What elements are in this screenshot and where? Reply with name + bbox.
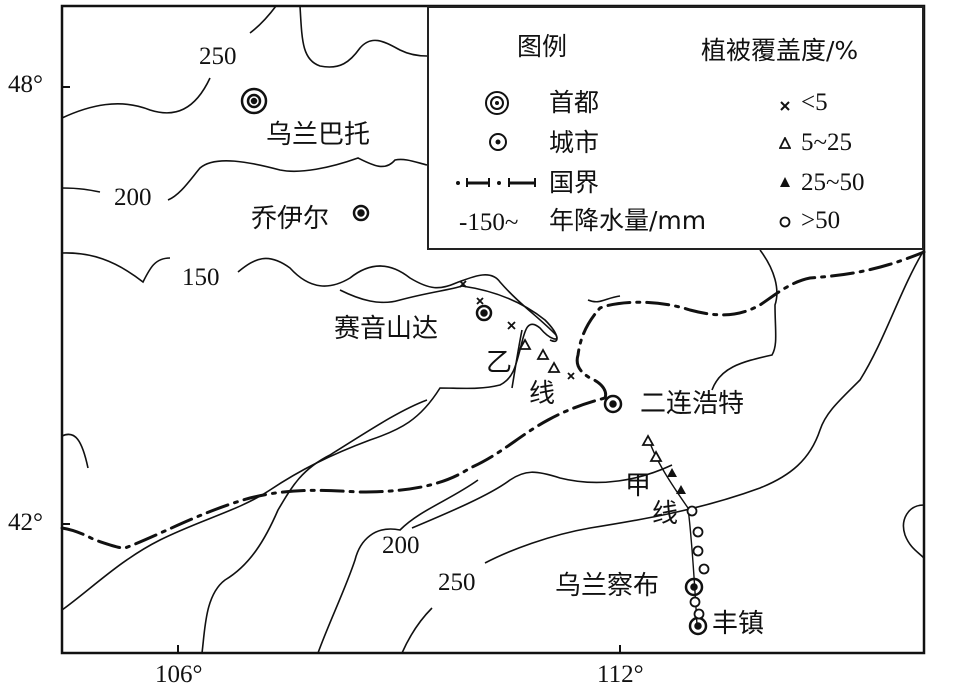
lon-label-112: 112° — [597, 661, 644, 688]
city-icon — [489, 133, 507, 151]
capital-icon — [485, 91, 509, 115]
city-label-erenhot: 二连浩特 — [640, 389, 745, 419]
transect-yi-char2: 线 — [529, 379, 556, 409]
city-markers — [352, 204, 708, 636]
lat-label-42: 42° — [8, 509, 43, 536]
city-label-choir: 乔伊尔 — [251, 204, 330, 234]
legend-veg-lt5: <5 — [801, 89, 828, 116]
isohyet-label-250-lower: 250 — [436, 569, 478, 596]
legend-title: 图例 — [517, 32, 568, 61]
city-label-ulanqab: 乌兰察布 — [555, 571, 660, 601]
lat-label-48: 48° — [8, 71, 43, 98]
legend-capital-label: 首都 — [549, 88, 600, 117]
isohyet-label-250-top: 250 — [197, 43, 239, 70]
city-label-ulaanbaatar: 乌兰巴托 — [266, 120, 371, 150]
sample-hollow-triangles — [518, 338, 663, 462]
legend-veg-25-50: 25~50 — [801, 169, 865, 196]
national-border — [60, 250, 926, 550]
legend-city-label: 城市 — [549, 128, 600, 157]
city-label-saynshand: 赛音山达 — [334, 314, 439, 344]
city-label-fengzhen: 丰镇 — [712, 609, 765, 639]
isohyets — [61, 5, 925, 654]
lon-label-106: 106° — [155, 661, 203, 688]
cross-icon — [780, 101, 790, 111]
city-ulanqab-marker — [684, 577, 704, 597]
border-line-icon — [456, 178, 536, 187]
isohyet-label-200-lower: 200 — [380, 532, 422, 559]
legend-veg-gt50: >50 — [801, 207, 841, 234]
hollow-circle-icon — [779, 216, 791, 228]
legend-vegetation-title: 植被覆盖度/% — [701, 36, 859, 65]
legend-panel: 图例 植被覆盖度/% 首都 城市 国界 -150~ 年降水量/mm <5 5~2… — [427, 6, 924, 250]
transect-jia-char1: 甲 — [625, 471, 652, 501]
filled-triangle-icon — [780, 177, 790, 187]
sample-hollow-circles — [686, 505, 710, 620]
sample-filled-triangles — [667, 468, 686, 494]
sample-cross-markers — [459, 280, 575, 380]
city-saynshand-marker — [475, 304, 493, 322]
transect-yi-char1: 乙 — [486, 348, 513, 378]
transect-jia-char2: 线 — [652, 499, 679, 529]
isohyet-icon: -150~ — [459, 209, 519, 236]
isohyet-label-200-upper: 200 — [112, 184, 154, 211]
legend-isohyet-label: 年降水量/mm — [549, 206, 707, 235]
capital-ulaanbaatar-marker — [240, 87, 268, 115]
hollow-triangle-icon — [779, 137, 791, 149]
legend-border-label: 国界 — [549, 168, 600, 197]
city-erenhot-marker — [603, 394, 623, 414]
isohyet-label-150: 150 — [180, 264, 222, 291]
city-choir-marker — [352, 204, 370, 222]
city-fengzhen-marker — [688, 616, 708, 636]
legend-veg-5-25: 5~25 — [801, 129, 853, 156]
